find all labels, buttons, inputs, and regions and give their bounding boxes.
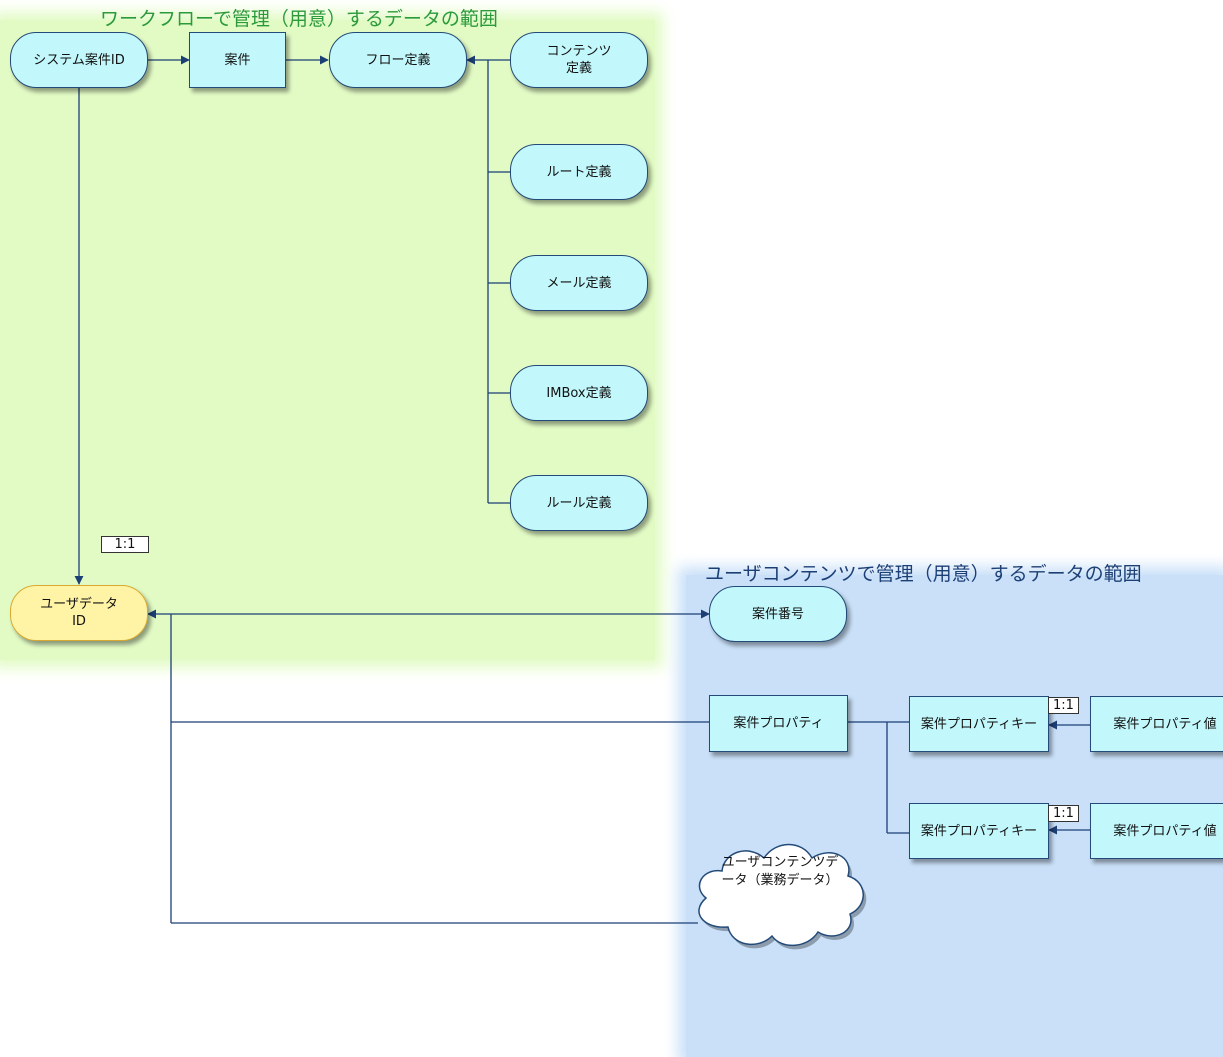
rule-definition-node[interactable]: ルール定義 — [510, 475, 648, 531]
case-node[interactable]: 案件 — [189, 32, 286, 88]
flow-definition-node[interactable]: フロー定義 — [329, 32, 467, 88]
user-region-title: ユーザコンテンツで管理（用意）するデータの範囲 — [705, 563, 1142, 585]
mail-definition-node[interactable]: メール定義 — [510, 255, 648, 311]
case-property-label: 案件プロパティ — [733, 716, 824, 731]
imbox-definition-node[interactable]: IMBox定義 — [510, 365, 648, 421]
rule-definition-label: ルール定義 — [546, 495, 612, 511]
user-content-label: ユーザコンテンツデータ（業務データ） — [721, 855, 839, 888]
property-value-node-2[interactable]: 案件プロパティ値 — [1090, 803, 1223, 859]
route-definition-node[interactable]: ルート定義 — [510, 144, 648, 200]
user-data-id-node[interactable]: ユーザデータID — [10, 585, 148, 641]
system-case-id-label: システム案件ID — [33, 52, 125, 68]
ratio-label-system-user: 1:1 — [101, 536, 149, 553]
property-value-label-2: 案件プロパティ値 — [1113, 823, 1217, 839]
content-definition-node[interactable]: コンテンツ定義 — [510, 32, 648, 88]
case-property-node[interactable]: 案件プロパティ — [709, 695, 848, 752]
content-definition-label: コンテンツ定義 — [546, 44, 612, 76]
workflow-data-region — [0, 20, 655, 660]
workflow-region-title: ワークフローで管理（用意）するデータの範囲 — [100, 8, 498, 30]
property-key-node-2[interactable]: 案件プロパティキー — [909, 803, 1049, 859]
case-number-node[interactable]: 案件番号 — [709, 586, 847, 642]
flow-definition-label: フロー定義 — [365, 52, 431, 68]
route-definition-label: ルート定義 — [546, 164, 612, 180]
property-value-label-1: 案件プロパティ値 — [1113, 716, 1217, 732]
ratio-label-key-value-1: 1:1 — [1048, 697, 1079, 714]
mail-definition-label: メール定義 — [546, 275, 612, 291]
case-label: 案件 — [224, 52, 251, 68]
cloud-shape — [698, 843, 867, 950]
user-content-cloud-node[interactable]: ユーザコンテンツデータ（業務データ） — [688, 832, 872, 956]
user-data-id-label: ユーザデータID — [40, 597, 118, 629]
property-value-node-1[interactable]: 案件プロパティ値 — [1090, 696, 1223, 752]
imbox-definition-label: IMBox定義 — [546, 385, 612, 401]
property-key-label-2: 案件プロパティキー — [920, 823, 1038, 839]
property-key-node-1[interactable]: 案件プロパティキー — [909, 696, 1049, 752]
case-number-label: 案件番号 — [751, 606, 804, 622]
property-key-label-1: 案件プロパティキー — [920, 716, 1038, 732]
ratio-label-key-value-2: 1:1 — [1048, 805, 1079, 822]
system-case-id-node[interactable]: システム案件ID — [10, 32, 148, 88]
